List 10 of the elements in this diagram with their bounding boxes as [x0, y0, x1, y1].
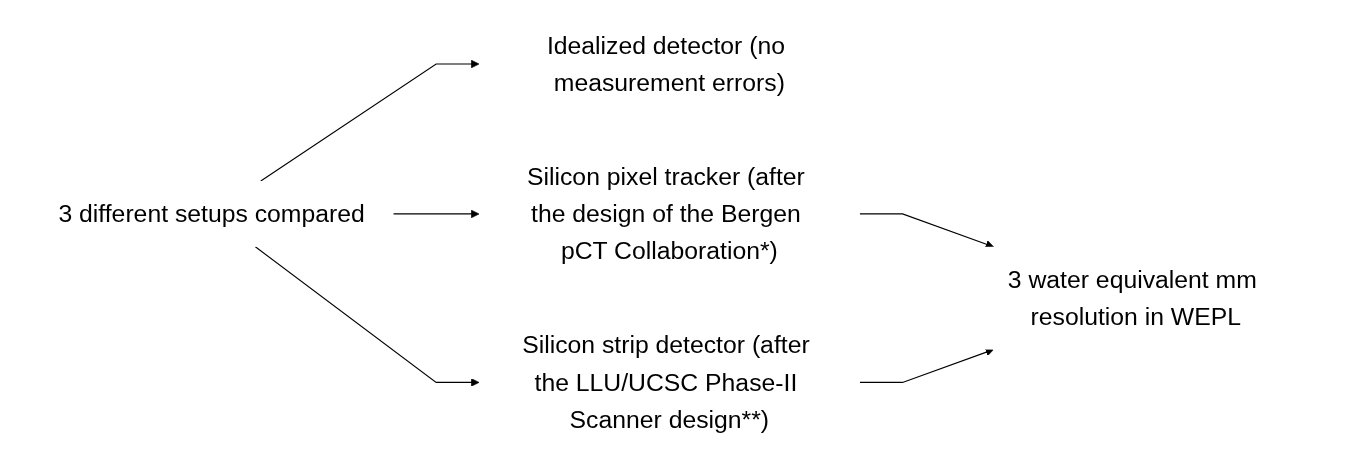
- arrow: [254, 246, 480, 387]
- arrow: [859, 348, 994, 383]
- node-text: 3 water equivalent mm resolution in WEPL: [1007, 264, 1257, 331]
- arrow: [260, 59, 480, 182]
- node-text: 3 different setups compared: [58, 199, 365, 228]
- node-text: Idealized detector (no measurement errors): [546, 30, 785, 97]
- arrow: [859, 213, 994, 249]
- node-text: Silicon pixel tracker (after the design of the Bergen pCT Collaboration*): [526, 162, 805, 265]
- node-text: Silicon strip detector (after the LLU/UCSC Phase-II Scanner design**): [522, 330, 810, 434]
- arrow: [392, 209, 480, 219]
